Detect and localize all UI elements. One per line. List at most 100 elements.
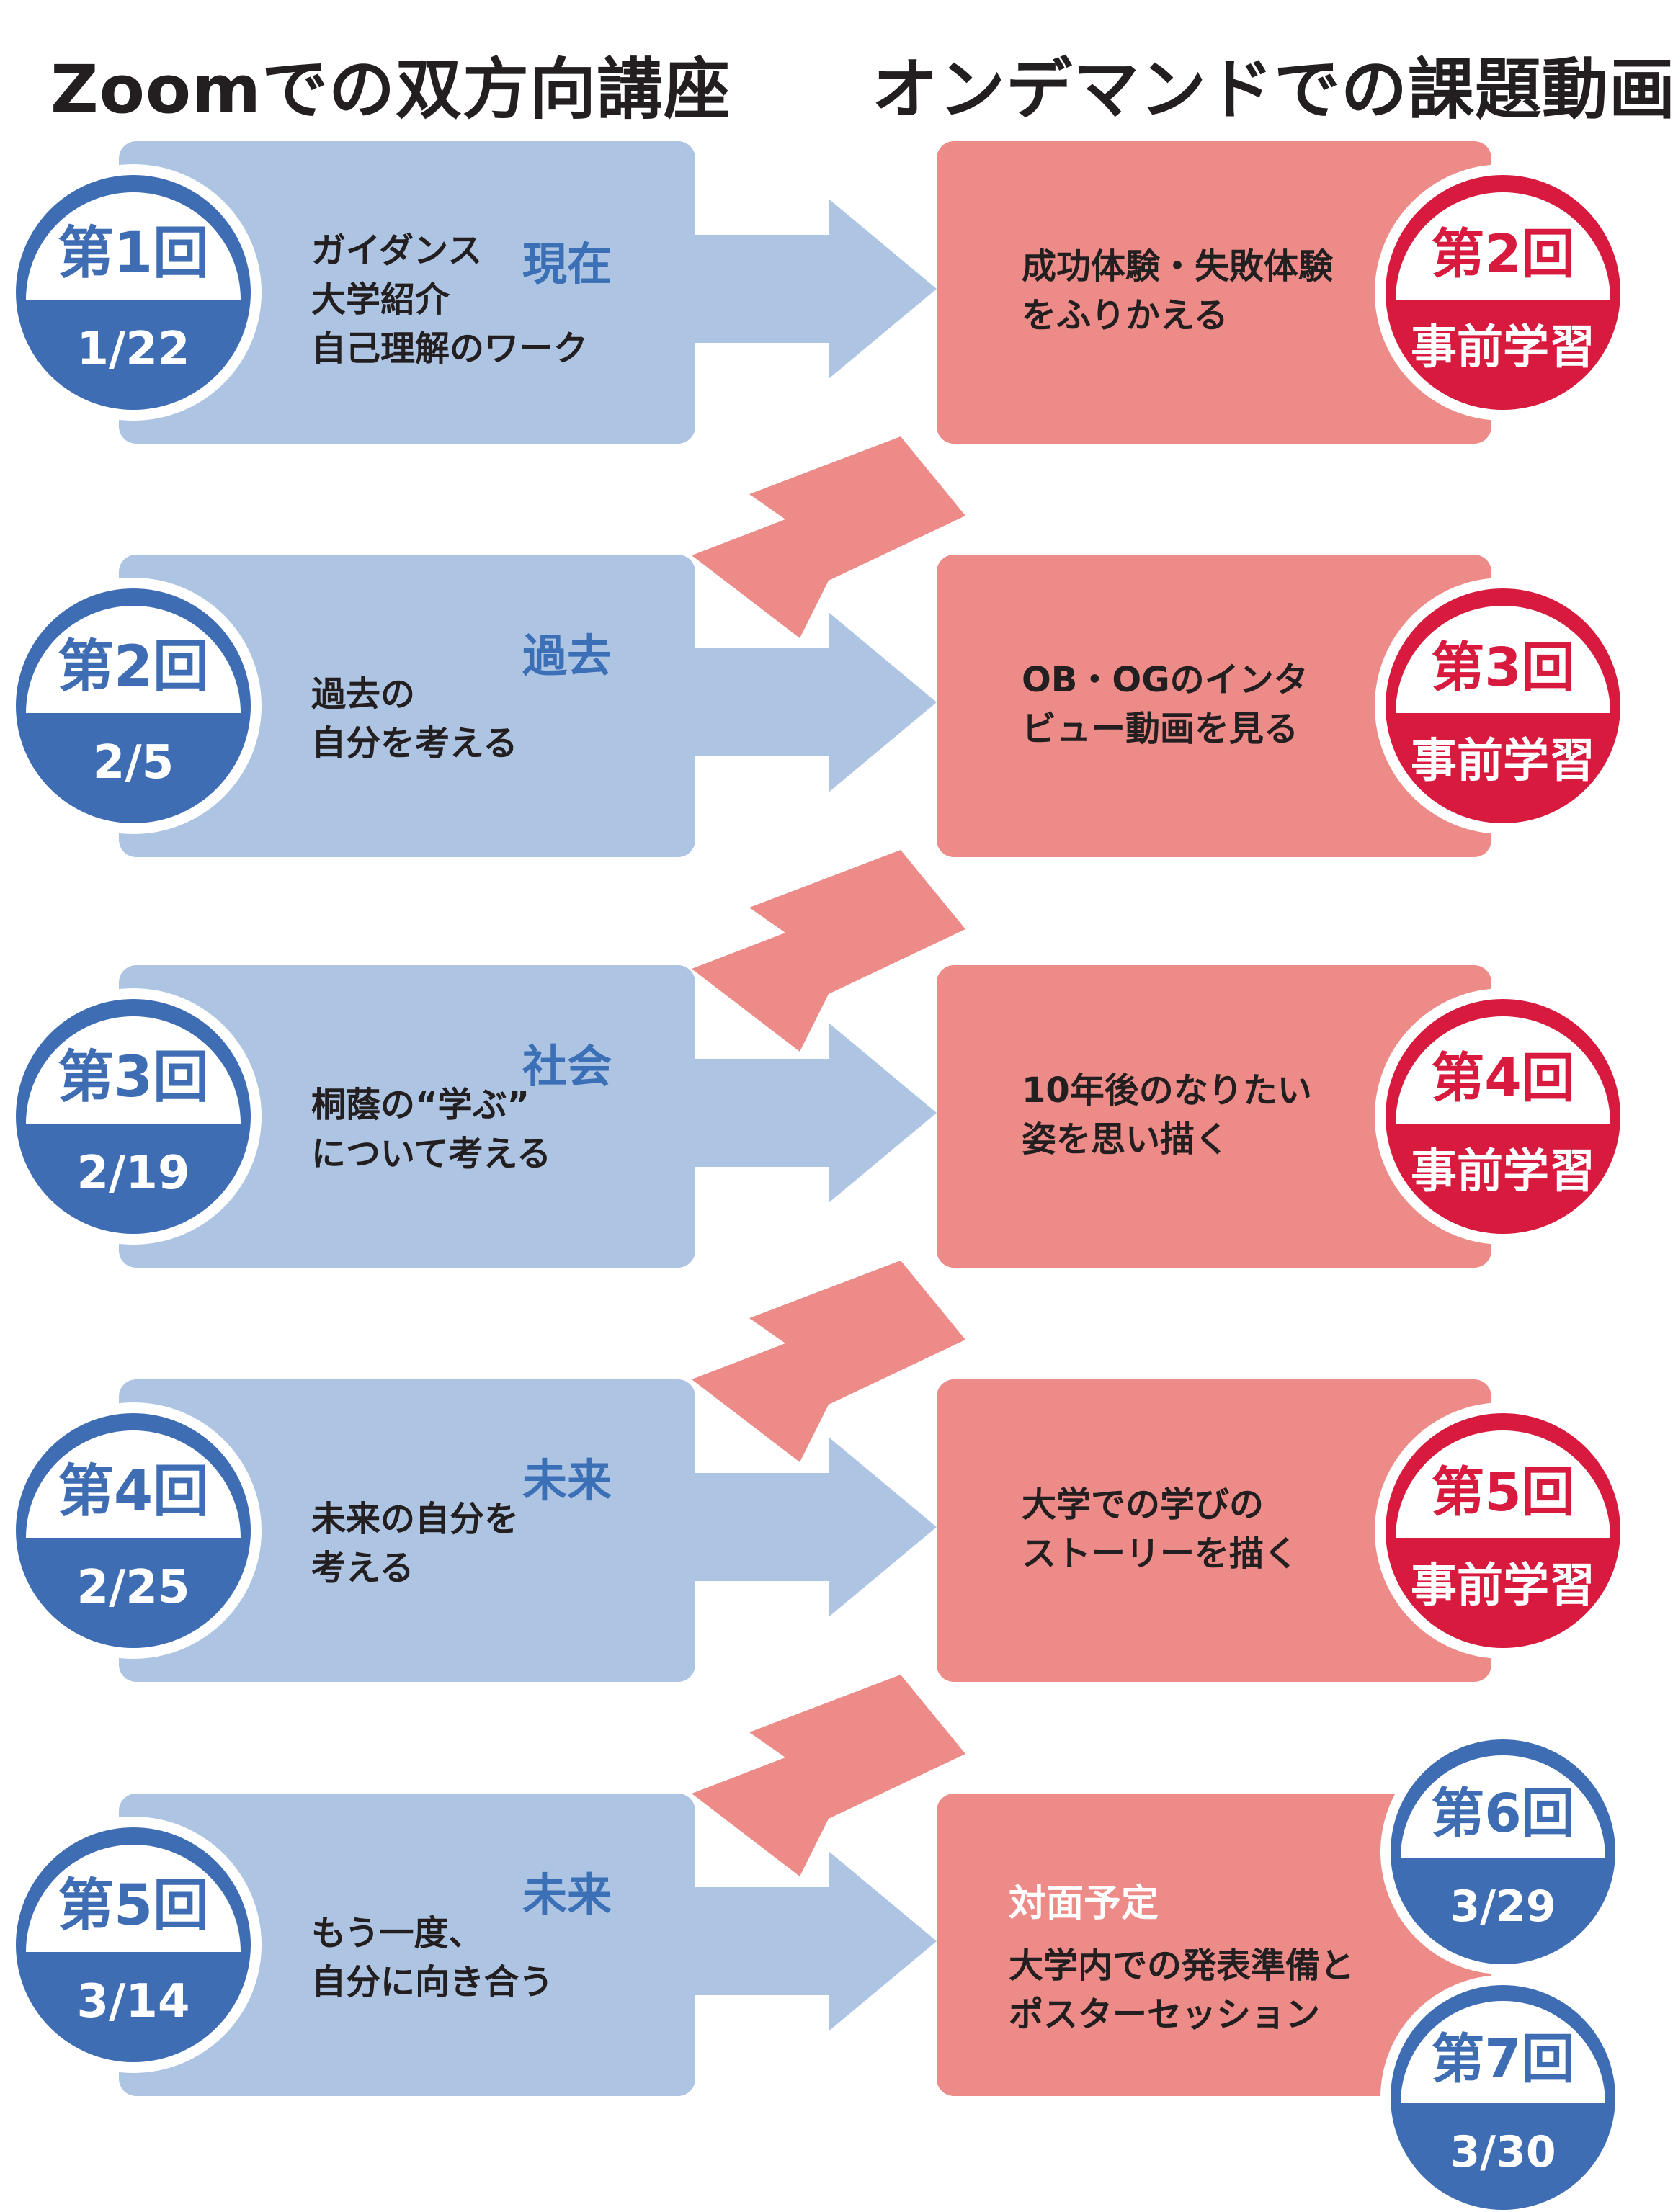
task-description-line: 10年後のなりたい (1022, 1070, 1312, 1111)
session-theme: 現在 (522, 238, 612, 290)
session-description-line: 考える (311, 1548, 414, 1588)
task-label: 事前学習 (1411, 1559, 1595, 1613)
diagonal-flow-arrow (692, 850, 965, 1052)
session-number: 第7回 (1431, 2028, 1575, 2090)
zoom-session-badge: 第1回 1/22 (5, 164, 262, 421)
session-theme: 社会 (522, 1040, 612, 1093)
task-description-line: 成功体験・失敗体験 (1022, 246, 1334, 287)
session-description-line: 過去の (311, 674, 416, 715)
session-theme: 未来 (522, 1868, 612, 1921)
session-number: 第3回 (58, 1045, 209, 1110)
session-description: 過去の自分を考える (311, 670, 518, 768)
badge-top-half (1396, 1016, 1610, 1124)
ondemand-task-box (937, 1379, 1491, 1682)
badge-top-half (1401, 2001, 1605, 2103)
task-number: 第4回 (1431, 1047, 1575, 1109)
session-number: 第2回 (58, 635, 209, 699)
session-theme: 未来 (522, 1454, 612, 1507)
zoom-session-box (119, 1379, 695, 1682)
zoom-session-badge: 第4回 2/25 (5, 1402, 262, 1659)
right-flow-arrow (692, 199, 937, 379)
task-number: 第5回 (1431, 1461, 1575, 1523)
task-label: 事前学習 (1411, 735, 1595, 788)
zoom-session-box (119, 555, 695, 857)
session-description-line: ガイダンス (311, 230, 483, 271)
badge-top-half (1396, 1430, 1610, 1538)
badge-top-half (1396, 606, 1610, 713)
task-description-line: 大学での学びの (1022, 1485, 1264, 1525)
session-number: 第6回 (1431, 1783, 1575, 1845)
session-description-line: 自分に向き合う (311, 1962, 554, 2002)
session-date: 2/25 (77, 1561, 190, 1614)
task-description-line: をふりかえる (1022, 295, 1228, 336)
right-flow-arrow (692, 1437, 937, 1617)
session-description: 桐蔭の“学ぶ” について考える (311, 1080, 551, 1178)
badge-top-half (26, 1016, 241, 1124)
final-session-badge: 第7回 3/30 (1380, 1975, 1625, 2212)
task-description: OB・OGのインタビュー動画を見る (1022, 655, 1308, 753)
session-description-line: もう一度、 (311, 1913, 483, 1953)
task-description: 10年後のなりたい姿を思い描く (1022, 1066, 1312, 1164)
session-date: 2/5 (93, 736, 174, 789)
right-flow-arrow (692, 1023, 937, 1203)
zoom-session-box (119, 141, 695, 444)
final-session-description: 大学内での発表準備とポスターセッション (1009, 1941, 1355, 2039)
zoom-session-badge: 第3回 2/19 (5, 988, 262, 1245)
session-date: 1/22 (77, 323, 190, 376)
session-number: 第1回 (58, 221, 209, 286)
session-number: 第4回 (58, 1459, 209, 1524)
session-description-line: 桐蔭の“学ぶ” (311, 1085, 530, 1125)
diagonal-flow-arrow (692, 1675, 965, 1876)
final-session-box (937, 1794, 1491, 2096)
session-description-line: 大学紹介 (311, 279, 450, 320)
final-session-note: 対面予定 (1009, 1882, 1159, 1925)
task-label: 事前学習 (1411, 321, 1595, 375)
diagonal-flow-arrow (692, 436, 965, 638)
right-flow-arrow (692, 1851, 937, 2031)
ondemand-task-box (937, 141, 1491, 444)
zoom-column-title: Zoomでの双方向講座 (50, 51, 731, 128)
session-number: 第5回 (58, 1873, 209, 1938)
session-description-line: 未来の自分を (311, 1499, 519, 1539)
session-description-line: 自己理解のワーク (311, 328, 589, 369)
final-session-description-line: 大学内での発表準備と (1009, 1945, 1355, 1986)
zoom-session-badge: 第2回 2/5 (5, 578, 262, 834)
final-session-description-line: ポスターセッション (1009, 1994, 1321, 2035)
badge-top-half (26, 1845, 241, 1952)
zoom-session-box (119, 1794, 695, 2096)
badge-top-half (26, 1430, 241, 1538)
session-date: 3/14 (77, 1975, 190, 2028)
zoom-session-box (119, 965, 695, 1268)
session-date: 2/19 (77, 1147, 190, 1200)
badge-top-half (1396, 192, 1610, 300)
ondemand-task-box (937, 965, 1491, 1268)
task-description-line: ストーリーを描く (1022, 1533, 1299, 1574)
diagonal-flow-arrow (692, 1261, 965, 1462)
session-description-line: について考える (311, 1134, 552, 1174)
task-description-line: ビュー動画を見る (1022, 709, 1299, 749)
session-date: 3/29 (1450, 1881, 1556, 1932)
task-description: 成功体験・失敗体験をふりかえる (1022, 242, 1333, 340)
task-number: 第2回 (1431, 223, 1575, 285)
ondemand-column-title: オンデマンドでの課題動画 (872, 51, 1673, 128)
ondemand-task-box (937, 555, 1491, 857)
badge-top-half (1401, 1755, 1605, 1858)
task-number: 第3回 (1431, 637, 1575, 699)
task-label: 事前学習 (1411, 1145, 1595, 1199)
final-session-badge: 第6回 3/29 (1380, 1729, 1625, 1974)
session-theme: 過去 (522, 630, 612, 682)
session-description: ガイダンス大学紹介自己理解のワーク (311, 226, 588, 373)
badge-top-half (26, 606, 241, 713)
session-date: 3/30 (1450, 2127, 1556, 2177)
task-description-line: OB・OGのインタ (1022, 660, 1308, 700)
task-description-line: 姿を思い描く (1022, 1119, 1230, 1160)
session-description: 未来の自分を考える (311, 1495, 519, 1593)
session-description: もう一度、自分に向き合う (311, 1909, 553, 2007)
